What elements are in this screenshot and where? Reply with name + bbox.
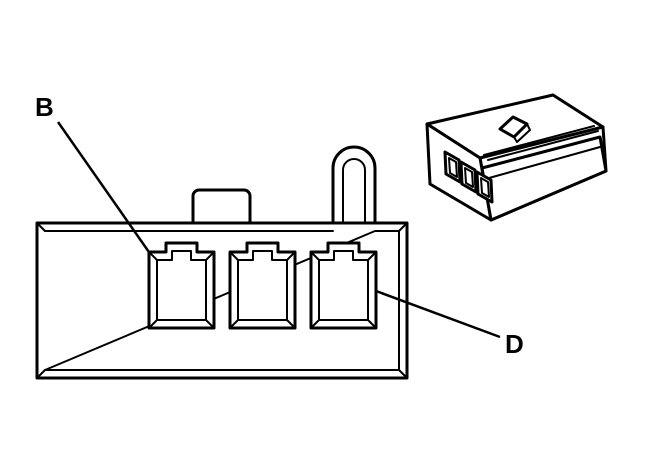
terminal-cavity-3 <box>309 241 378 330</box>
callout-d-label: D <box>505 329 524 359</box>
callout-d-leader <box>375 289 501 339</box>
bevel-corner-bl <box>36 369 46 379</box>
bevel-corner-tl <box>36 222 46 232</box>
connector-face <box>35 145 409 380</box>
locking-post-inner <box>342 158 366 227</box>
bevel-corner-br <box>398 369 408 379</box>
connector-isometric-view <box>425 93 608 222</box>
terminal-cavity-2 <box>228 241 297 330</box>
callout-b-label: B <box>35 92 54 122</box>
bevel-corner-tr <box>398 222 408 232</box>
terminal-cavity-1 <box>147 241 216 330</box>
isometric-cavities <box>443 150 494 204</box>
callout-b-leader <box>56 121 153 256</box>
